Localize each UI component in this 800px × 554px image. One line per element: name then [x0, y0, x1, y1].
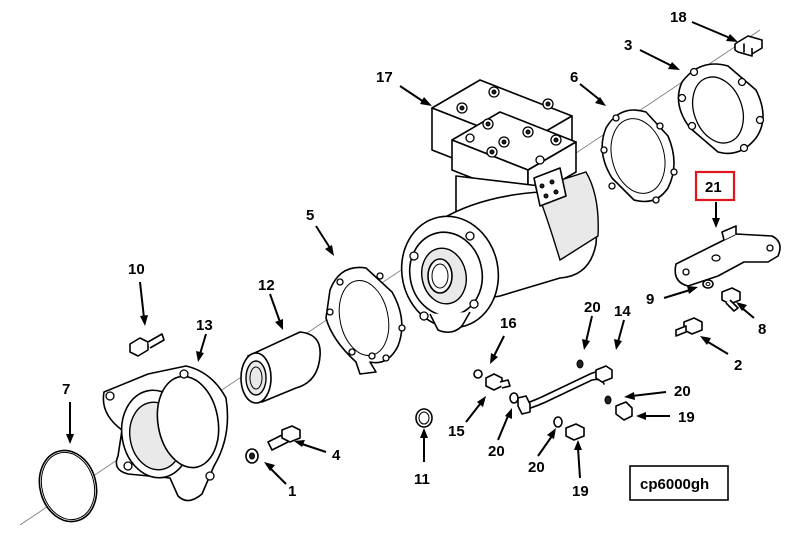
- part-17-air-compressor: [400, 79, 599, 334]
- callout-11: 11: [414, 471, 430, 488]
- callout-12: 12: [258, 277, 275, 294]
- part-3-gasket: [677, 63, 765, 155]
- callout-9: 9: [646, 291, 654, 308]
- part-11-o-ring: [415, 408, 433, 428]
- callout-19-lower: 19: [572, 483, 589, 500]
- callout-labels: 18 3 6 17 21 9 8 2 5 12 10 13 7 1 4 11 1…: [62, 9, 766, 500]
- part-18-bolt: [734, 35, 763, 57]
- part-19-fitting-lower: [565, 423, 585, 441]
- part-12-coupling: [240, 331, 321, 404]
- leader-arrows: [66, 21, 755, 485]
- callout-3: 3: [624, 37, 632, 54]
- part-20-o-ring-lower-left: [509, 392, 519, 404]
- part-7-o-ring: [38, 449, 98, 523]
- callout-20-lower-left: 20: [488, 443, 505, 460]
- callout-7: 7: [62, 381, 70, 398]
- part-20-o-ring-lower-mid: [553, 416, 563, 428]
- part-21-bracket: [674, 225, 781, 287]
- part-19-fitting-right: [615, 401, 633, 421]
- part-15-fitting: [485, 373, 511, 391]
- part-8-bolt: [721, 287, 741, 312]
- part-13-adapter-housing: [102, 365, 229, 502]
- part-2-bolt: [675, 317, 703, 337]
- figure-code-text: cp6000gh: [640, 476, 709, 493]
- part-5-gasket: [325, 266, 406, 375]
- callout-14: 14: [614, 303, 631, 320]
- part-4-bolt: [267, 425, 301, 451]
- part-20-o-ring-right: [604, 395, 612, 405]
- callout-1: 1: [288, 483, 296, 500]
- part-10-bolt: [129, 333, 165, 357]
- part-6-gasket: [600, 109, 678, 204]
- callout-20-lower-mid: 20: [528, 459, 545, 476]
- part-9-washer: [702, 279, 714, 289]
- callout-20-top: 20: [584, 299, 601, 316]
- part-16-o-ring: [473, 369, 483, 379]
- callout-2: 2: [734, 357, 742, 374]
- part-20-o-ring-top: [576, 359, 584, 369]
- callout-4: 4: [332, 447, 341, 464]
- figure-code-label: cp6000gh: [629, 465, 729, 501]
- callout-20-right: 20: [674, 383, 691, 400]
- callout-6: 6: [570, 69, 578, 86]
- callout-16: 16: [500, 315, 517, 332]
- part-14-tube: [517, 365, 613, 415]
- callout-17: 17: [376, 69, 393, 86]
- callout-21: 21: [705, 179, 722, 196]
- callout-21-highlight-box: [694, 170, 736, 202]
- callout-15: 15: [448, 423, 465, 440]
- callout-18: 18: [670, 9, 687, 26]
- callout-5: 5: [306, 207, 314, 224]
- callout-19-right: 19: [678, 409, 695, 426]
- part-1-washer: [245, 448, 259, 464]
- callout-8: 8: [758, 321, 766, 338]
- callout-10: 10: [128, 261, 145, 278]
- callout-13: 13: [196, 317, 213, 334]
